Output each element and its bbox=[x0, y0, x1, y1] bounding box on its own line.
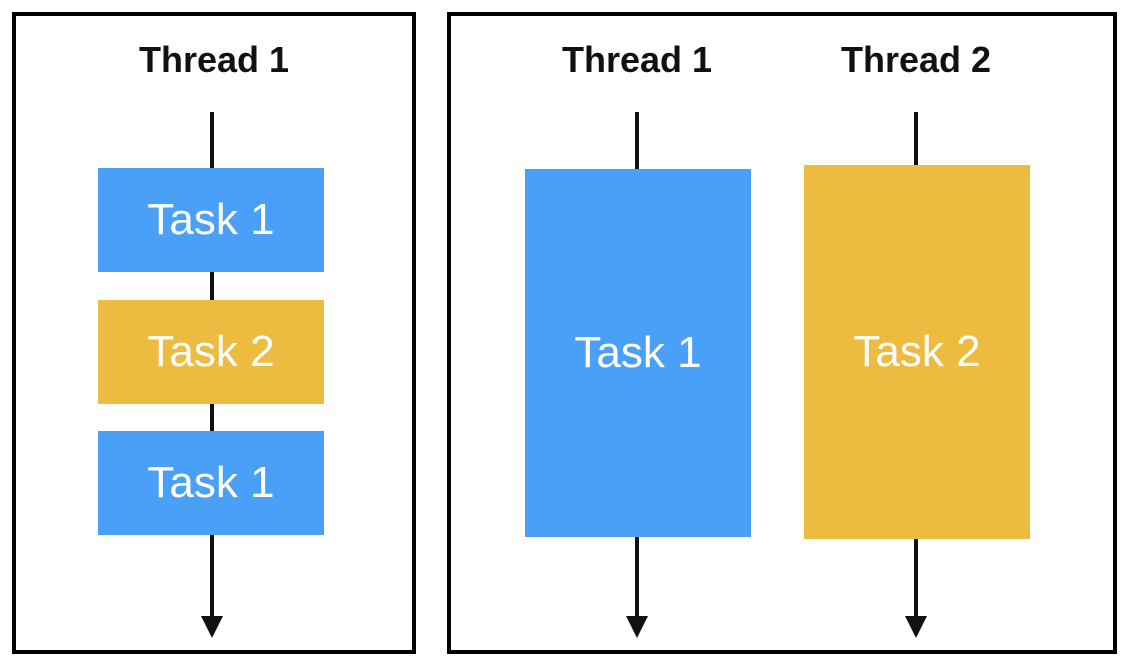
task-block: Task 1 bbox=[525, 169, 751, 537]
single-thread-panel: Thread 1 Task 1 Task 2 Task 1 bbox=[12, 12, 416, 654]
multi-thread-panel: Thread 1 Task 1 Thread 2 Task 2 bbox=[447, 12, 1117, 654]
task-block: Task 1 bbox=[98, 168, 324, 272]
timeline-arrowhead bbox=[626, 616, 648, 638]
thread-title: Thread 2 bbox=[840, 39, 992, 80]
timeline-arrowhead bbox=[905, 616, 927, 638]
task-block: Task 2 bbox=[804, 165, 1030, 539]
timeline-arrowhead bbox=[201, 616, 223, 638]
task-block: Task 1 bbox=[98, 431, 324, 535]
task-block: Task 2 bbox=[98, 300, 324, 404]
thread-title: Thread 1 bbox=[561, 39, 713, 80]
thread-title: Thread 1 bbox=[138, 39, 290, 80]
